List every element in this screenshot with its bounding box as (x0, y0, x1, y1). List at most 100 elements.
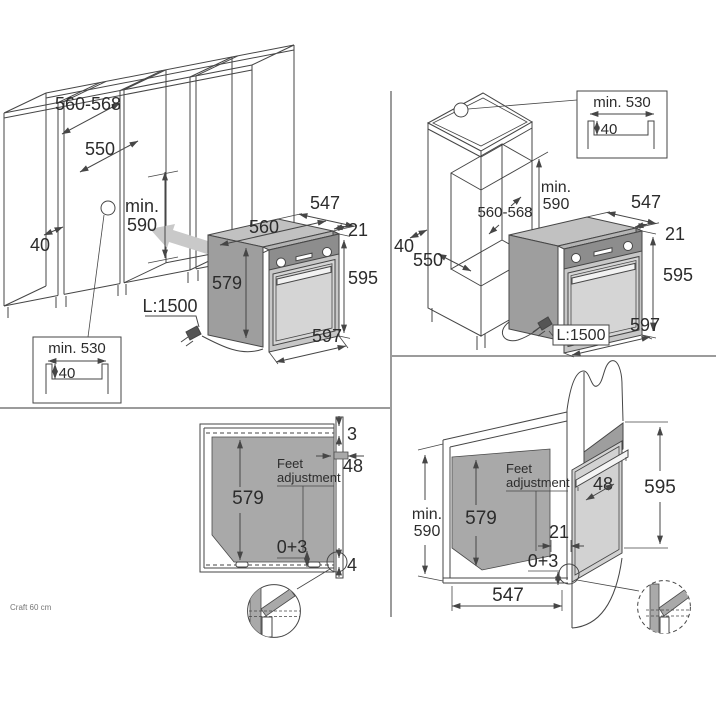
cord-length-label: L:1500 (142, 296, 200, 328)
oven-handle (276, 265, 332, 286)
dim-label-side-clearance: 40 (394, 236, 414, 256)
door-swing-arc (571, 557, 623, 629)
dim-niche-depth: 550 (413, 250, 472, 272)
dim-label-body-height: 579 (212, 273, 242, 293)
dim-label-niche-height-value: 590 (414, 523, 441, 540)
dim-label-front-height: 595 (644, 477, 676, 498)
oven-frame-tab (333, 451, 349, 460)
dim-front-height: 595 (624, 421, 676, 549)
dim-label-front-height: 595 (663, 265, 693, 285)
dim-label-bottom-gap: 4 (347, 555, 357, 575)
recess-hole-marker (100, 200, 116, 216)
dim-label-adjust-range: 0+3 (528, 551, 559, 571)
dim-label-niche-height-min: min. (541, 179, 571, 196)
dim-label-niche-height-min: min. (125, 196, 159, 216)
dim-label-niche-width: 560-568 (477, 204, 532, 221)
section-dividers (0, 91, 716, 617)
dim-side-clearance: 40 (394, 229, 428, 256)
recess-width-label: min. 530 (48, 340, 106, 357)
dim-top-gap: 3 (336, 416, 357, 446)
oven-foot (235, 561, 249, 568)
dim-niche-height: min. 590 (531, 151, 571, 258)
dim-front-width: 597 (563, 315, 660, 358)
feet-adjustment-note: Feet adjustment (277, 456, 341, 551)
dim-label-front-width: 597 (630, 315, 660, 335)
dim-adjust-range: 0+3 (528, 551, 561, 586)
dim-label-front-rail: 40 (30, 235, 50, 255)
dim-niche-depth: 550 (79, 139, 139, 173)
dim-label-cord-length: L:1500 (557, 327, 606, 344)
base-cabinet-drawing (3, 44, 295, 338)
recess-hole-marker (453, 102, 469, 118)
dim-label-oven-top-width: 560 (249, 217, 279, 237)
dim-adjust-range: 0+3 (277, 537, 310, 568)
dim-label-rail-depth: 48 (593, 474, 613, 494)
power-plug-icon (532, 316, 553, 337)
oven-display (593, 247, 613, 257)
dim-niche-height: min. 590 (125, 170, 179, 264)
oven-handle (575, 449, 629, 488)
oven-handle (571, 262, 636, 285)
oven-isometric-drawing (501, 216, 644, 354)
dim-front-width: 597 (268, 326, 349, 365)
dim-label-top-gap: 3 (347, 424, 357, 444)
feet-adjustment-label-1: Feet (277, 456, 303, 471)
dim-label-front-width: 597 (312, 326, 342, 346)
dim-label-cabinet-width: 560-568 (55, 94, 121, 114)
dim-label-niche-depth: 550 (413, 250, 443, 270)
dim-label-oven-depth: 547 (631, 192, 661, 212)
dim-label-frame-offset: 21 (549, 522, 569, 542)
power-plug-icon (180, 325, 202, 347)
dim-niche-width: 560-568 (477, 196, 533, 235)
recess-depth-label: 40 (601, 121, 618, 138)
oven-display (295, 252, 313, 262)
dim-front-height: 595 (338, 233, 378, 339)
dim-label-body-height: 579 (232, 488, 264, 509)
dim-label-frame-offset: 21 (348, 220, 368, 240)
oven-knob-icon (571, 253, 581, 263)
dim-label-niche-height-value: 590 (543, 196, 570, 213)
insert-direction-arrow (150, 224, 211, 254)
tall-cabinet-installation-drawing: min. 530 40 min. 590 560-568 40 550 (394, 90, 693, 358)
dim-bottom-width: 547 (451, 585, 563, 611)
dim-frame-offset: 21 (634, 222, 685, 244)
recess-detail-box: min. 530 40 (576, 90, 668, 159)
feet-adjustment-label-2: adjustment (277, 470, 341, 485)
dim-label-niche-height-min: min. (412, 506, 442, 523)
dim-body-height: 579 (465, 459, 497, 567)
recess-detail-box: min. 530 40 (32, 336, 122, 404)
dim-label-oven-depth: 547 (310, 193, 340, 213)
dim-cabinet-width: 560-568 (55, 94, 121, 135)
feet-adjustment-label-1: Feet (506, 461, 532, 476)
under-counter-installation-drawing: 560-568 550 min. 590 40 min. 530 40 (3, 44, 378, 404)
oven-knob-icon (322, 247, 332, 257)
dim-niche-height: min. 590 (412, 443, 444, 582)
foot-detail-magnifier (247, 551, 348, 638)
dim-label-bottom-width: 547 (492, 585, 524, 606)
dim-label-adjust-range: 0+3 (277, 537, 308, 557)
dim-label-front-height: 595 (348, 268, 378, 288)
dim-label-niche-depth: 550 (85, 139, 115, 159)
dim-label-niche-height-value: 590 (127, 215, 157, 235)
dim-label-frame-offset: 21 (665, 224, 685, 244)
dim-label-rail-depth: 48 (343, 456, 363, 476)
recess-width-label: min. 530 (593, 94, 651, 111)
oven-foot (307, 561, 321, 568)
feet-adjustment-note: Feet adjustment (506, 461, 570, 551)
dim-frame-offset: 21 (538, 522, 584, 552)
oven-knob-icon (276, 257, 286, 268)
dim-front-rail: 40 (30, 226, 64, 255)
dim-label-body-height: 579 (465, 508, 497, 529)
dim-body-height: 579 (212, 247, 249, 339)
feet-adjustment-label-2: adjustment (506, 475, 570, 490)
tall-cabinet-drawing (426, 92, 578, 350)
counter-section-drawing: 3 48 Feet adjustment 579 0+3 4 (199, 416, 364, 638)
dim-label-cord-length: L:1500 (142, 296, 197, 316)
tall-section-drawing: min. 590 579 Feet adjustment 48 21 0+3 (412, 360, 691, 634)
foot-detail-magnifier (558, 563, 691, 634)
dim-rail-depth: 48 (316, 453, 364, 476)
oven-knob-icon (623, 241, 633, 251)
oven-body-section (211, 436, 335, 563)
